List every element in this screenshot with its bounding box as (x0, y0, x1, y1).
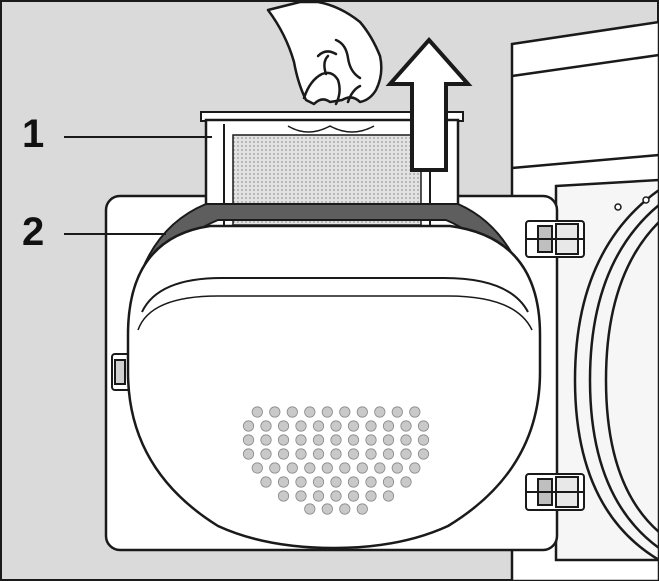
vent-hole (339, 503, 351, 515)
vent-hole (269, 406, 281, 418)
vent-hole (382, 490, 395, 502)
vent-hole (304, 462, 316, 474)
vent-hole (312, 490, 325, 502)
vent-hole (347, 448, 360, 460)
cover-rim-line (141, 277, 529, 313)
vent-hole (242, 420, 255, 432)
vent-hole (277, 434, 290, 446)
cabinet-screw (614, 203, 622, 211)
vent-hole (295, 420, 307, 432)
cabinet-screw (642, 196, 650, 204)
door-hinge (525, 220, 585, 258)
vent-hole (356, 406, 368, 418)
vent-hole (356, 462, 368, 474)
vent-hole (277, 476, 290, 488)
vent-hole (382, 420, 395, 432)
vent-hole (251, 406, 263, 418)
cover-rim-line (137, 295, 533, 331)
vent-hole (260, 434, 272, 446)
vent-hole (304, 503, 316, 515)
vent-hole (365, 434, 377, 446)
vent-hole (400, 420, 412, 432)
vent-hole (312, 420, 325, 432)
callout-1-label: 1 (22, 112, 45, 156)
vent-holes (242, 406, 430, 515)
vent-hole (312, 448, 325, 460)
vent-hole (242, 448, 255, 460)
vent-hole (417, 420, 430, 432)
vent-hole (295, 490, 307, 502)
vent-hole (382, 476, 395, 488)
vent-hole (347, 490, 360, 502)
vent-hole (321, 406, 333, 418)
vent-hole (400, 434, 412, 446)
vent-hole (269, 462, 281, 474)
vent-hole (277, 420, 290, 432)
vent-hole (330, 420, 342, 432)
door-hinge (525, 473, 585, 511)
vent-hole (347, 434, 360, 446)
vent-hole (365, 420, 377, 432)
vent-hole (330, 448, 342, 460)
vent-hole (400, 476, 412, 488)
drum-opening (573, 188, 659, 562)
vent-hole (321, 462, 333, 474)
vent-hole (339, 406, 351, 418)
vent-hole (321, 503, 333, 515)
vent-hole (277, 448, 290, 460)
vent-hole (260, 476, 272, 488)
vent-hole (277, 490, 290, 502)
vent-hole (286, 462, 298, 474)
vent-hole (382, 434, 395, 446)
vent-hole (295, 448, 307, 460)
vent-hole (295, 476, 307, 488)
vent-hole (330, 476, 342, 488)
vent-hole (374, 462, 386, 474)
vent-hole (409, 406, 421, 418)
vent-hole (365, 476, 377, 488)
vent-hole (339, 462, 351, 474)
vent-hole (356, 503, 368, 515)
vent-hole (417, 434, 430, 446)
vent-hole (330, 490, 342, 502)
vent-hole (347, 476, 360, 488)
vent-hole (286, 406, 298, 418)
vent-hole (260, 448, 272, 460)
vent-hole (251, 462, 263, 474)
vent-hole (409, 462, 421, 474)
vent-hole (365, 448, 377, 460)
vent-hole (391, 462, 403, 474)
hand-icon (266, 0, 383, 106)
vent-hole (304, 406, 316, 418)
door-latch (111, 353, 131, 391)
filter-housing-cover (126, 224, 542, 550)
vent-hole (382, 448, 395, 460)
vent-hole (347, 420, 360, 432)
vent-hole (365, 490, 377, 502)
vent-hole (400, 448, 412, 460)
vent-hole (260, 420, 272, 432)
vent-hole (295, 434, 307, 446)
up-arrow-icon (385, 36, 473, 172)
vent-hole (417, 448, 430, 460)
vent-hole (391, 406, 403, 418)
vent-hole (330, 434, 342, 446)
vent-hole (242, 434, 255, 446)
vent-hole (312, 434, 325, 446)
vent-hole (312, 476, 325, 488)
callout-2-label: 2 (22, 210, 45, 254)
vent-hole (374, 406, 386, 418)
